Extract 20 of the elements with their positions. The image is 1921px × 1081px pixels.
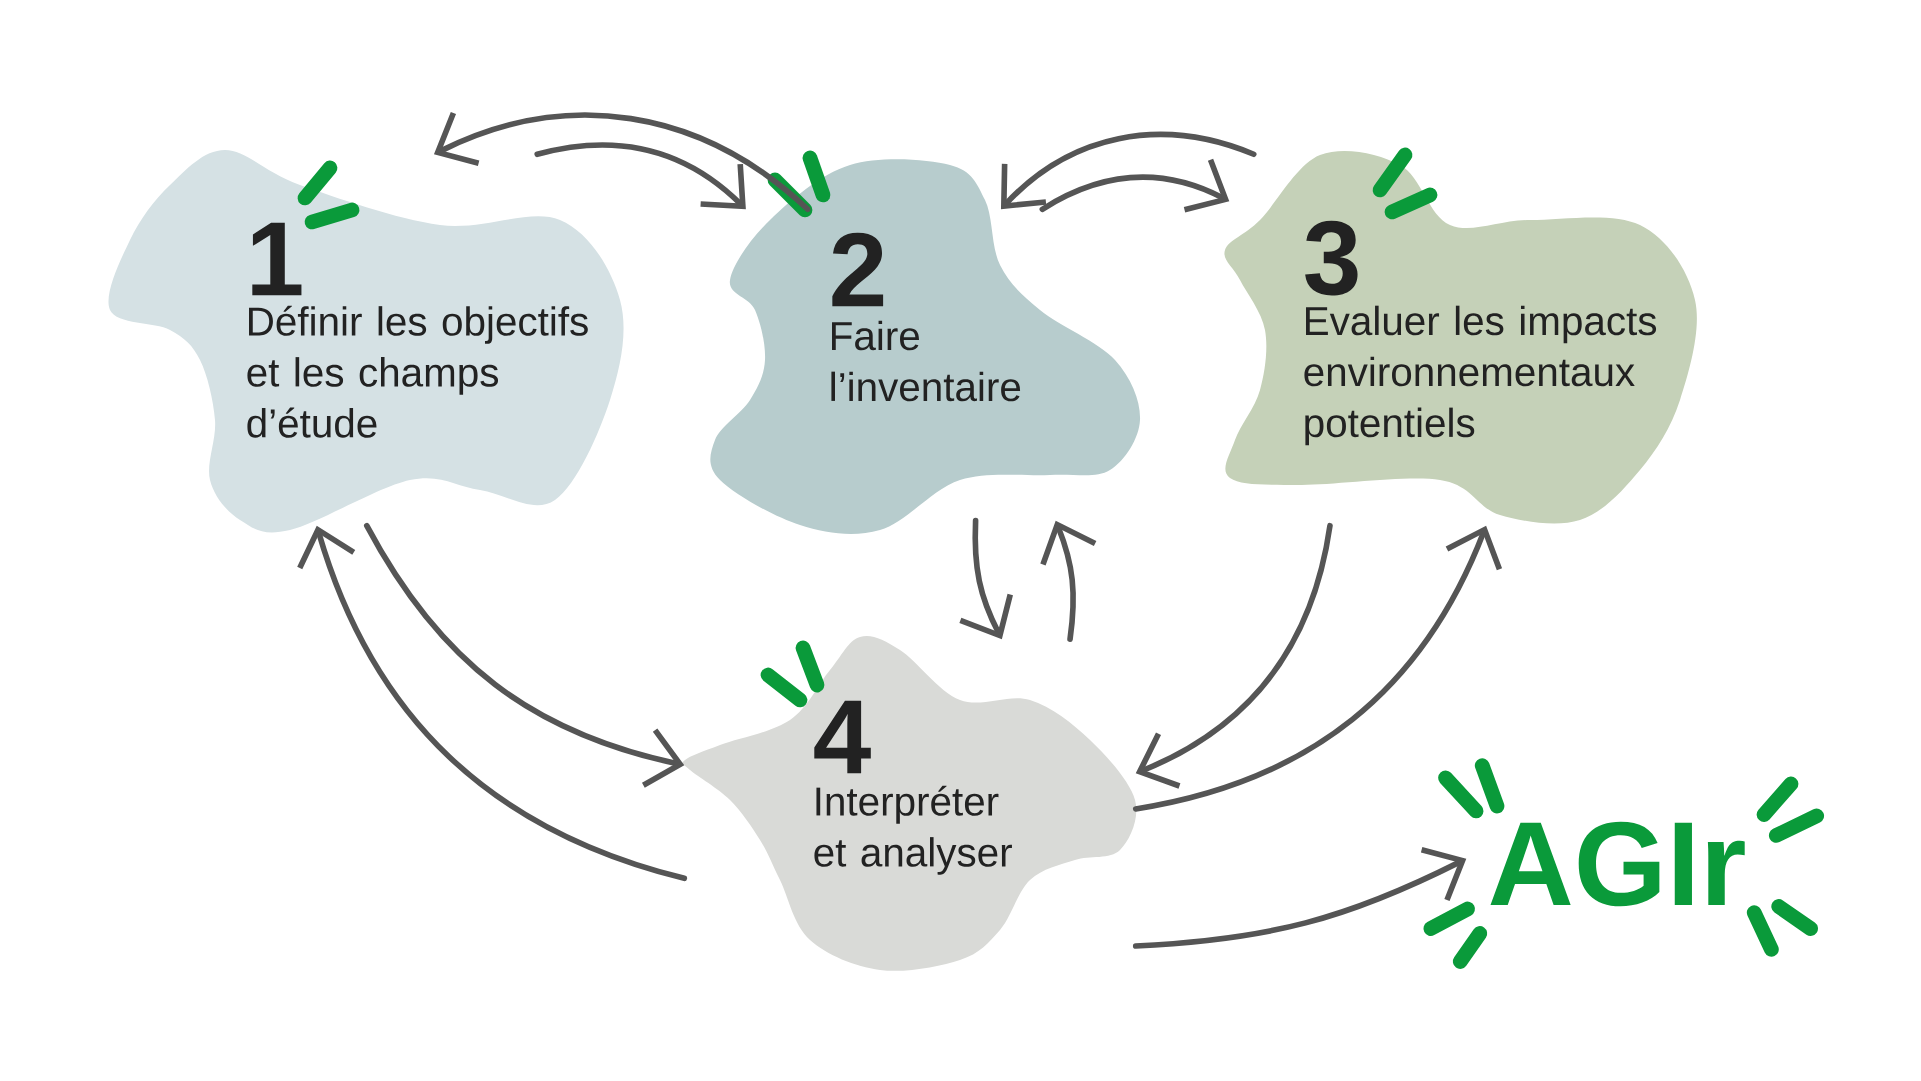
step-number: 2 [832,232,884,307]
step-number: 1 [252,222,302,296]
curved-arrow [433,112,811,213]
curved-arrow [363,522,685,788]
action-word: AGIr [1490,821,1745,907]
curved-arrow [959,517,1013,640]
step-text: Evaluer les impacts environnementaux potentiels [1304,305,1657,446]
step-text: Faire l’inventaire [831,320,1021,402]
curved-arrow [297,525,688,882]
curved-arrow [534,142,746,210]
curved-arrow [1000,131,1257,210]
curved-arrow [1135,522,1333,789]
curved-arrow [1039,158,1230,213]
step-number: 4 [814,700,871,774]
curved-arrow [1132,847,1467,949]
step-number: 3 [1305,220,1358,296]
curved-arrow [1132,525,1503,812]
curved-arrow [1040,520,1097,643]
step-text: Définir les objectifs et les champs d’étude [247,305,588,438]
step-text: Interpréter et analyser [814,785,1012,875]
